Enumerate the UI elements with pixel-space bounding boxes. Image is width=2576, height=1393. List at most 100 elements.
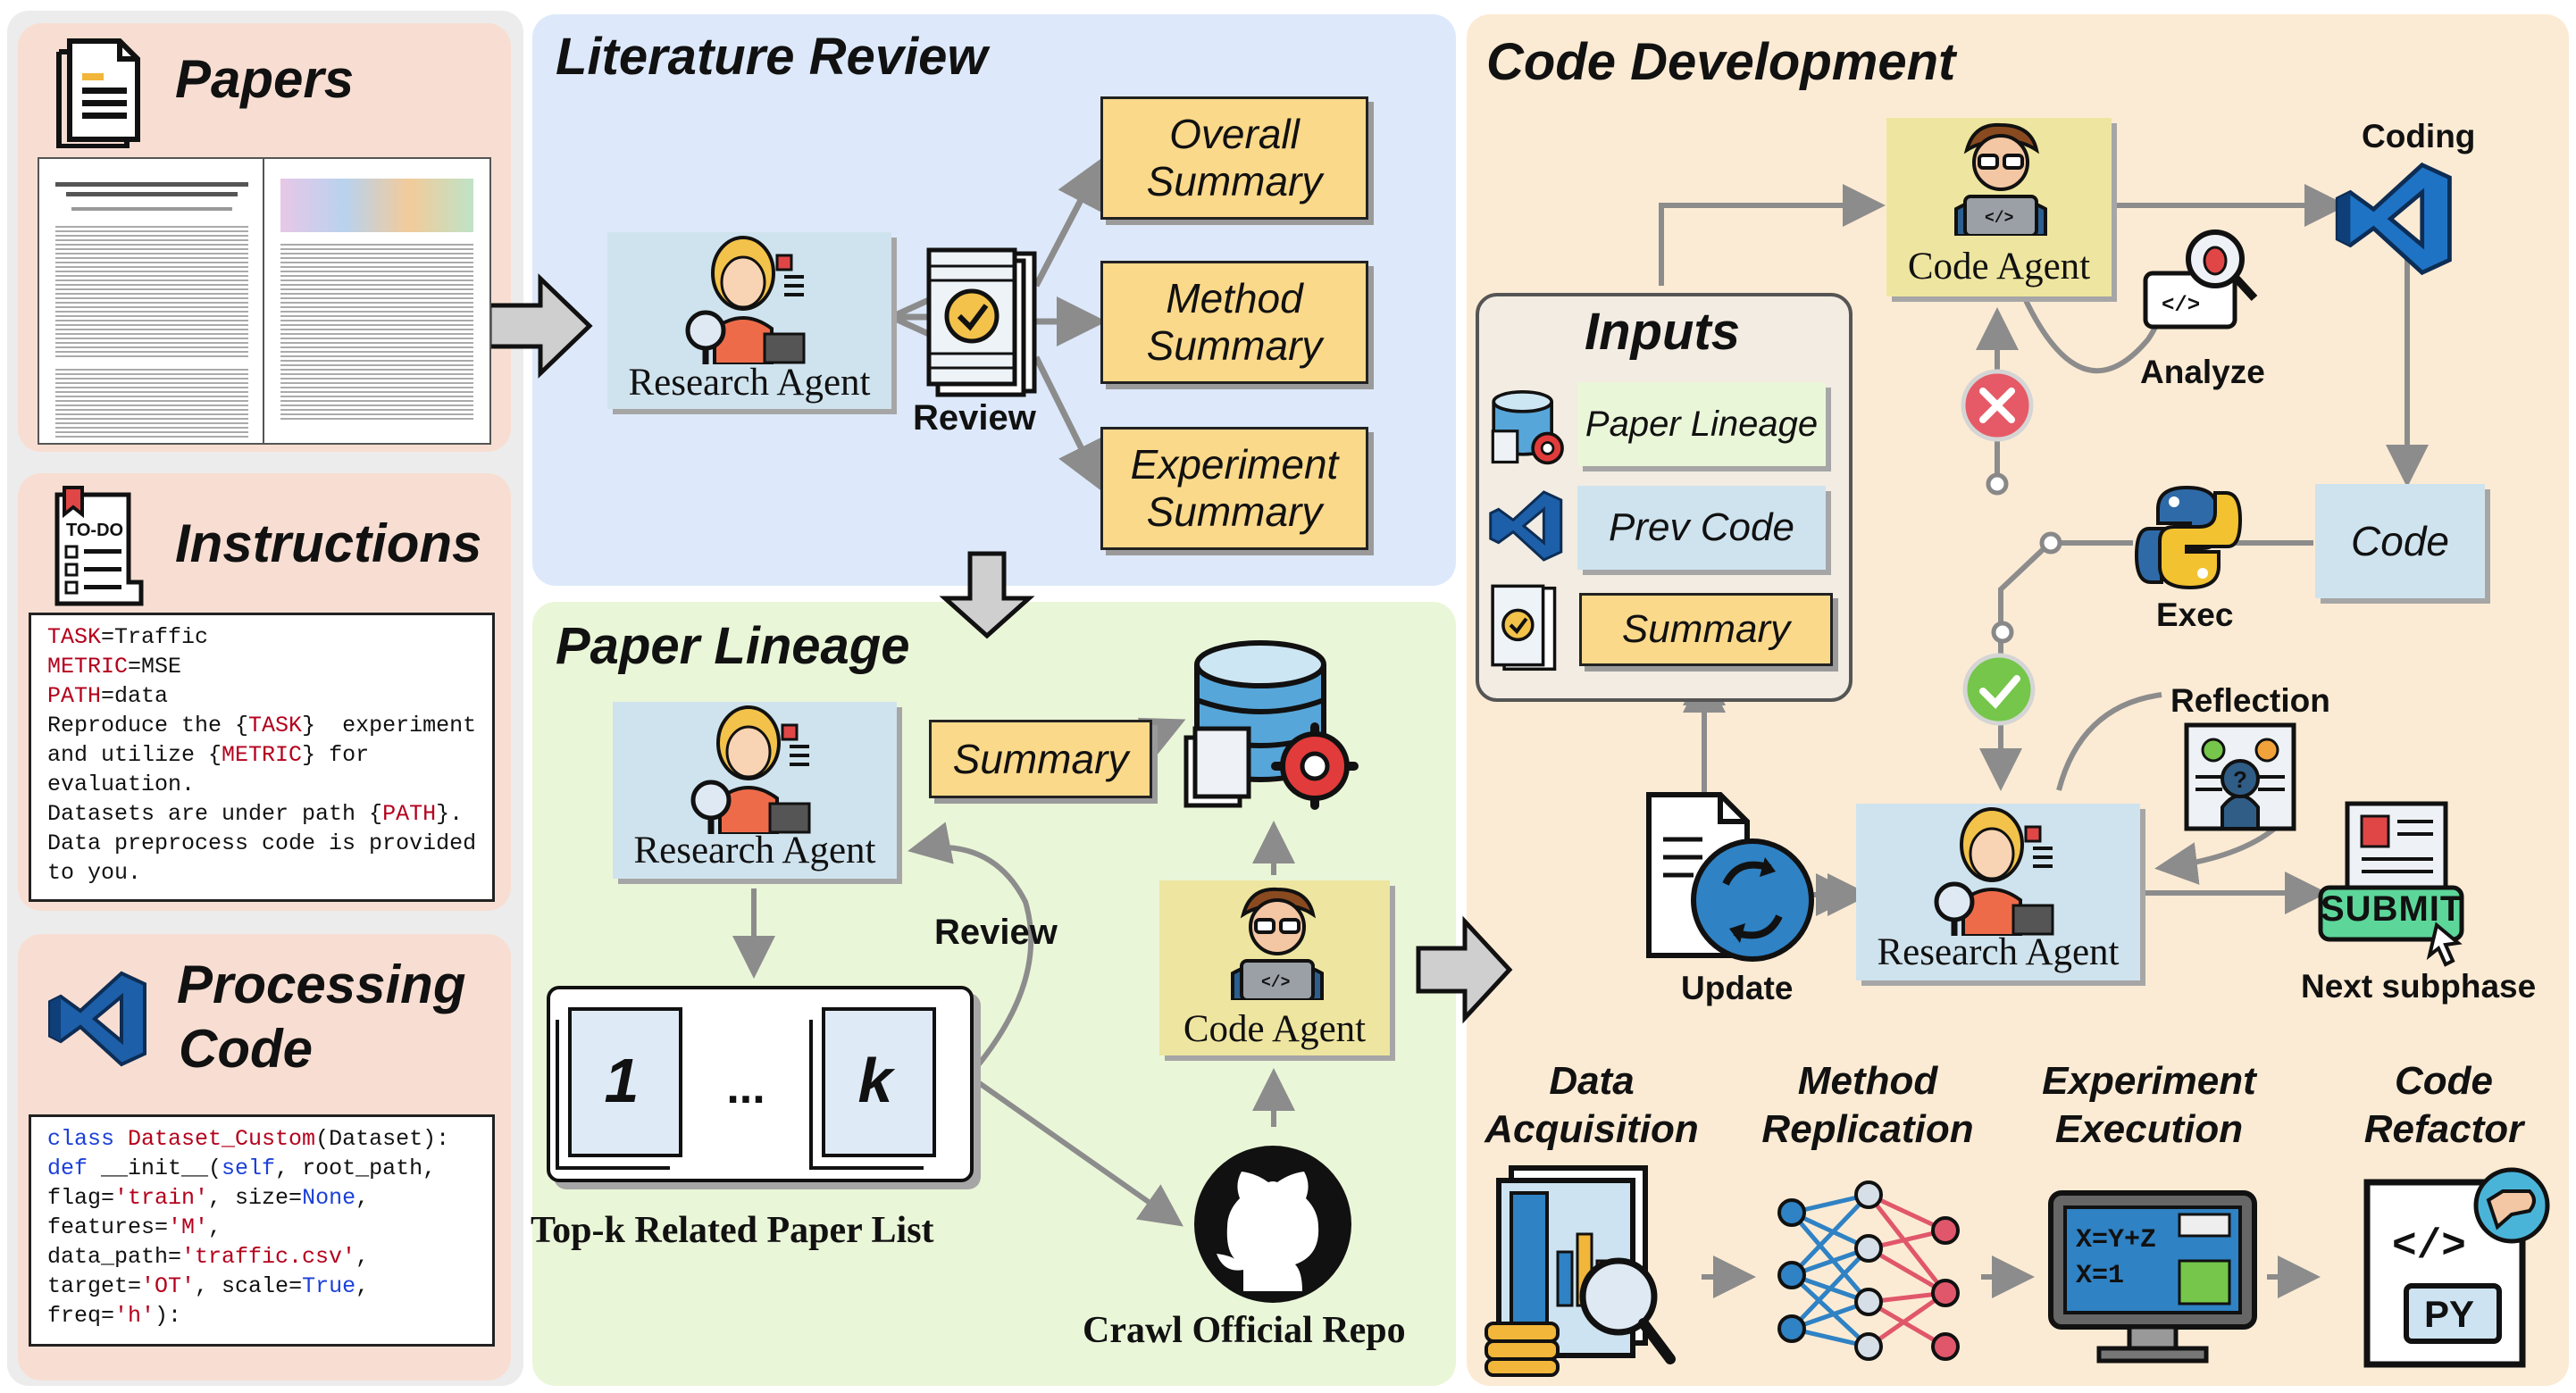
lineage-research-agent-label: Research Agent <box>633 830 876 872</box>
crawl-official-repo-label: Crawl Official Repo <box>1083 1310 1406 1351</box>
overall-summary-box: Overall Summary <box>1100 96 1368 220</box>
inputs-title: Inputs <box>1585 303 1740 361</box>
code-token: __init__( <box>101 1155 222 1181</box>
instructions-title: Instructions <box>175 513 482 573</box>
code-token: 'traffic.csv' <box>181 1244 356 1270</box>
instruction-text: and utilize { <box>47 742 222 768</box>
code-token: features= <box>47 1214 169 1240</box>
inputs-review-icon <box>1491 584 1557 671</box>
submit-button-text: SUBMIT <box>2321 889 2463 929</box>
lineage-review-label: Review <box>934 913 1058 952</box>
code-output-box: Code <box>2315 484 2485 598</box>
instruction-line: and utilize {METRIC} for <box>47 740 476 770</box>
code-line: def __init__(self, root_path, <box>47 1154 476 1183</box>
phase-1-line1: Data <box>1549 1059 1635 1103</box>
paper-card-first-number: 1 <box>604 1046 640 1115</box>
vscode-icon <box>48 971 146 1067</box>
lineage-summary-text: Summary <box>952 735 1129 782</box>
update-icon <box>1646 792 1814 962</box>
experiment-monitor-icon: X=Y+Z X=1 <box>2048 1190 2257 1364</box>
instruction-text: evaluation. <box>47 772 196 797</box>
code-token: target= <box>47 1273 142 1299</box>
phase-3-line1: Experiment <box>2042 1059 2256 1103</box>
code-token: , <box>355 1185 370 1211</box>
svg-text:</>: </> <box>2392 1223 2466 1270</box>
phase-4-line1: Code <box>2395 1059 2493 1103</box>
literature-review-title: Literature Review <box>556 28 988 86</box>
reject-x-icon <box>1961 369 2034 442</box>
instruction-line: Data preprocess code is provided <box>47 829 476 858</box>
lineage-summary-box: Summary <box>929 720 1152 798</box>
code-line: data_path='traffic.csv', <box>47 1242 476 1272</box>
instruction-text: =data <box>101 683 169 709</box>
instruction-text: }. <box>436 801 464 827</box>
code-token: None <box>302 1185 356 1211</box>
todo-list-icon: TO-DO <box>54 486 144 606</box>
overall-summary-text: Overall Summary <box>1146 111 1323 204</box>
lit-research-agent-label: Research Agent <box>628 362 871 404</box>
review-checklist-icon <box>926 247 1037 397</box>
instruction-line: to you. <box>47 858 476 888</box>
document-icon <box>56 38 140 148</box>
codedev-research-agent-label: Research Agent <box>1877 931 2120 973</box>
input-prev-code-text: Prev Code <box>1609 505 1794 549</box>
paper-thumbnail-1 <box>38 157 266 445</box>
input-paper-lineage-box: Paper Lineage <box>1577 382 1826 466</box>
instruction-text: Reproduce the { <box>47 713 249 738</box>
eq-line1: X=Y+Z <box>2076 1225 2156 1255</box>
lineage-research-agent-avatar-icon <box>690 705 811 834</box>
phase-2-line2: Replication <box>1761 1107 1974 1151</box>
coding-vscode-icon <box>2335 162 2452 276</box>
svg-text:?: ? <box>2233 766 2247 793</box>
experiment-summary-text: Experiment Summary <box>1130 441 1339 535</box>
instruction-text: Data preprocess code is provided <box>47 830 477 856</box>
instruction-line: PATH=data <box>47 681 476 711</box>
code-development-title: Code Development <box>1486 33 1956 91</box>
big-arrow-review-to-lineage <box>939 551 1035 639</box>
instruction-text: } for <box>302 742 370 768</box>
svg-text:</>: </> <box>1985 210 2013 228</box>
analyze-bug-icon: </> <box>2143 229 2258 329</box>
big-arrow-papers-to-review <box>487 273 593 379</box>
svg-text:</>: </> <box>2162 294 2200 318</box>
instruction-line: Reproduce the {TASK} experiment <box>47 711 476 740</box>
codedev-research-agent-avatar-icon <box>1934 807 2054 936</box>
paper-card-dots: ... <box>726 1062 765 1114</box>
code-token: freq= <box>47 1303 115 1329</box>
code-line: features='M', <box>47 1213 476 1242</box>
data-acquisition-icon <box>1485 1165 1676 1377</box>
code-line: class Dataset_Custom(Dataset): <box>47 1124 476 1154</box>
paper-thumbnail-2 <box>263 157 491 445</box>
paper-lineage-title: Paper Lineage <box>556 617 910 675</box>
next-subphase-label: Next subphase <box>2301 968 2537 1005</box>
code-token: 'h' <box>114 1303 155 1329</box>
code-token: 'M' <box>168 1214 209 1240</box>
input-prev-code-box: Prev Code <box>1577 486 1826 570</box>
coding-label: Coding <box>2362 118 2476 154</box>
instruction-line: TASK=Traffic <box>47 622 476 652</box>
papers-title: Papers <box>175 49 355 109</box>
instruction-variable: METRIC <box>47 654 129 680</box>
instruction-text: =MSE <box>128 654 182 680</box>
paper-card-first <box>568 1007 682 1157</box>
py-label: PY <box>2424 1293 2474 1335</box>
code-token: , scale= <box>195 1273 303 1299</box>
instruction-variable: METRIC <box>222 742 303 768</box>
instruction-variable: PATH <box>47 683 102 709</box>
reflection-label: Reflection <box>2170 682 2330 719</box>
phase-4-line2: Refactor <box>2363 1107 2524 1151</box>
code-token: Dataset_Custom <box>128 1126 316 1152</box>
input-summary-text: Summary <box>1621 606 1791 651</box>
input-paper-lineage-text: Paper Lineage <box>1585 404 1819 444</box>
analyze-label: Analyze <box>2140 354 2265 390</box>
submit-icon <box>2318 801 2464 967</box>
code-token: data_path= <box>47 1244 182 1270</box>
code-token: class <box>47 1126 129 1152</box>
todo-label: TO-DO <box>66 521 123 540</box>
code-token: True <box>302 1273 356 1299</box>
instruction-variable: TASK <box>47 624 102 650</box>
neural-network-icon <box>1777 1180 1960 1361</box>
exec-label: Exec <box>2156 596 2234 633</box>
code-token: 'train' <box>114 1185 209 1211</box>
